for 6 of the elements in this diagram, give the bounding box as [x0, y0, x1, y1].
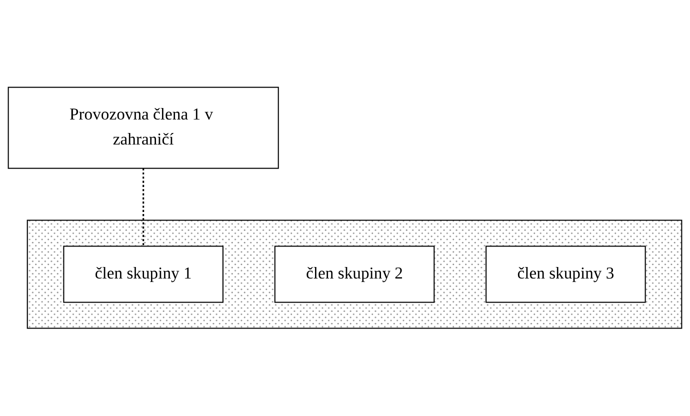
node-box: Provozovna člena 1 v zahraničí	[8, 87, 279, 170]
node-box: člen skupiny 1	[63, 246, 224, 304]
node-box: člen skupiny 2	[274, 246, 435, 304]
cluster	[26, 220, 682, 329]
connector	[142, 168, 144, 246]
node-box: člen skupiny 3	[486, 246, 646, 304]
